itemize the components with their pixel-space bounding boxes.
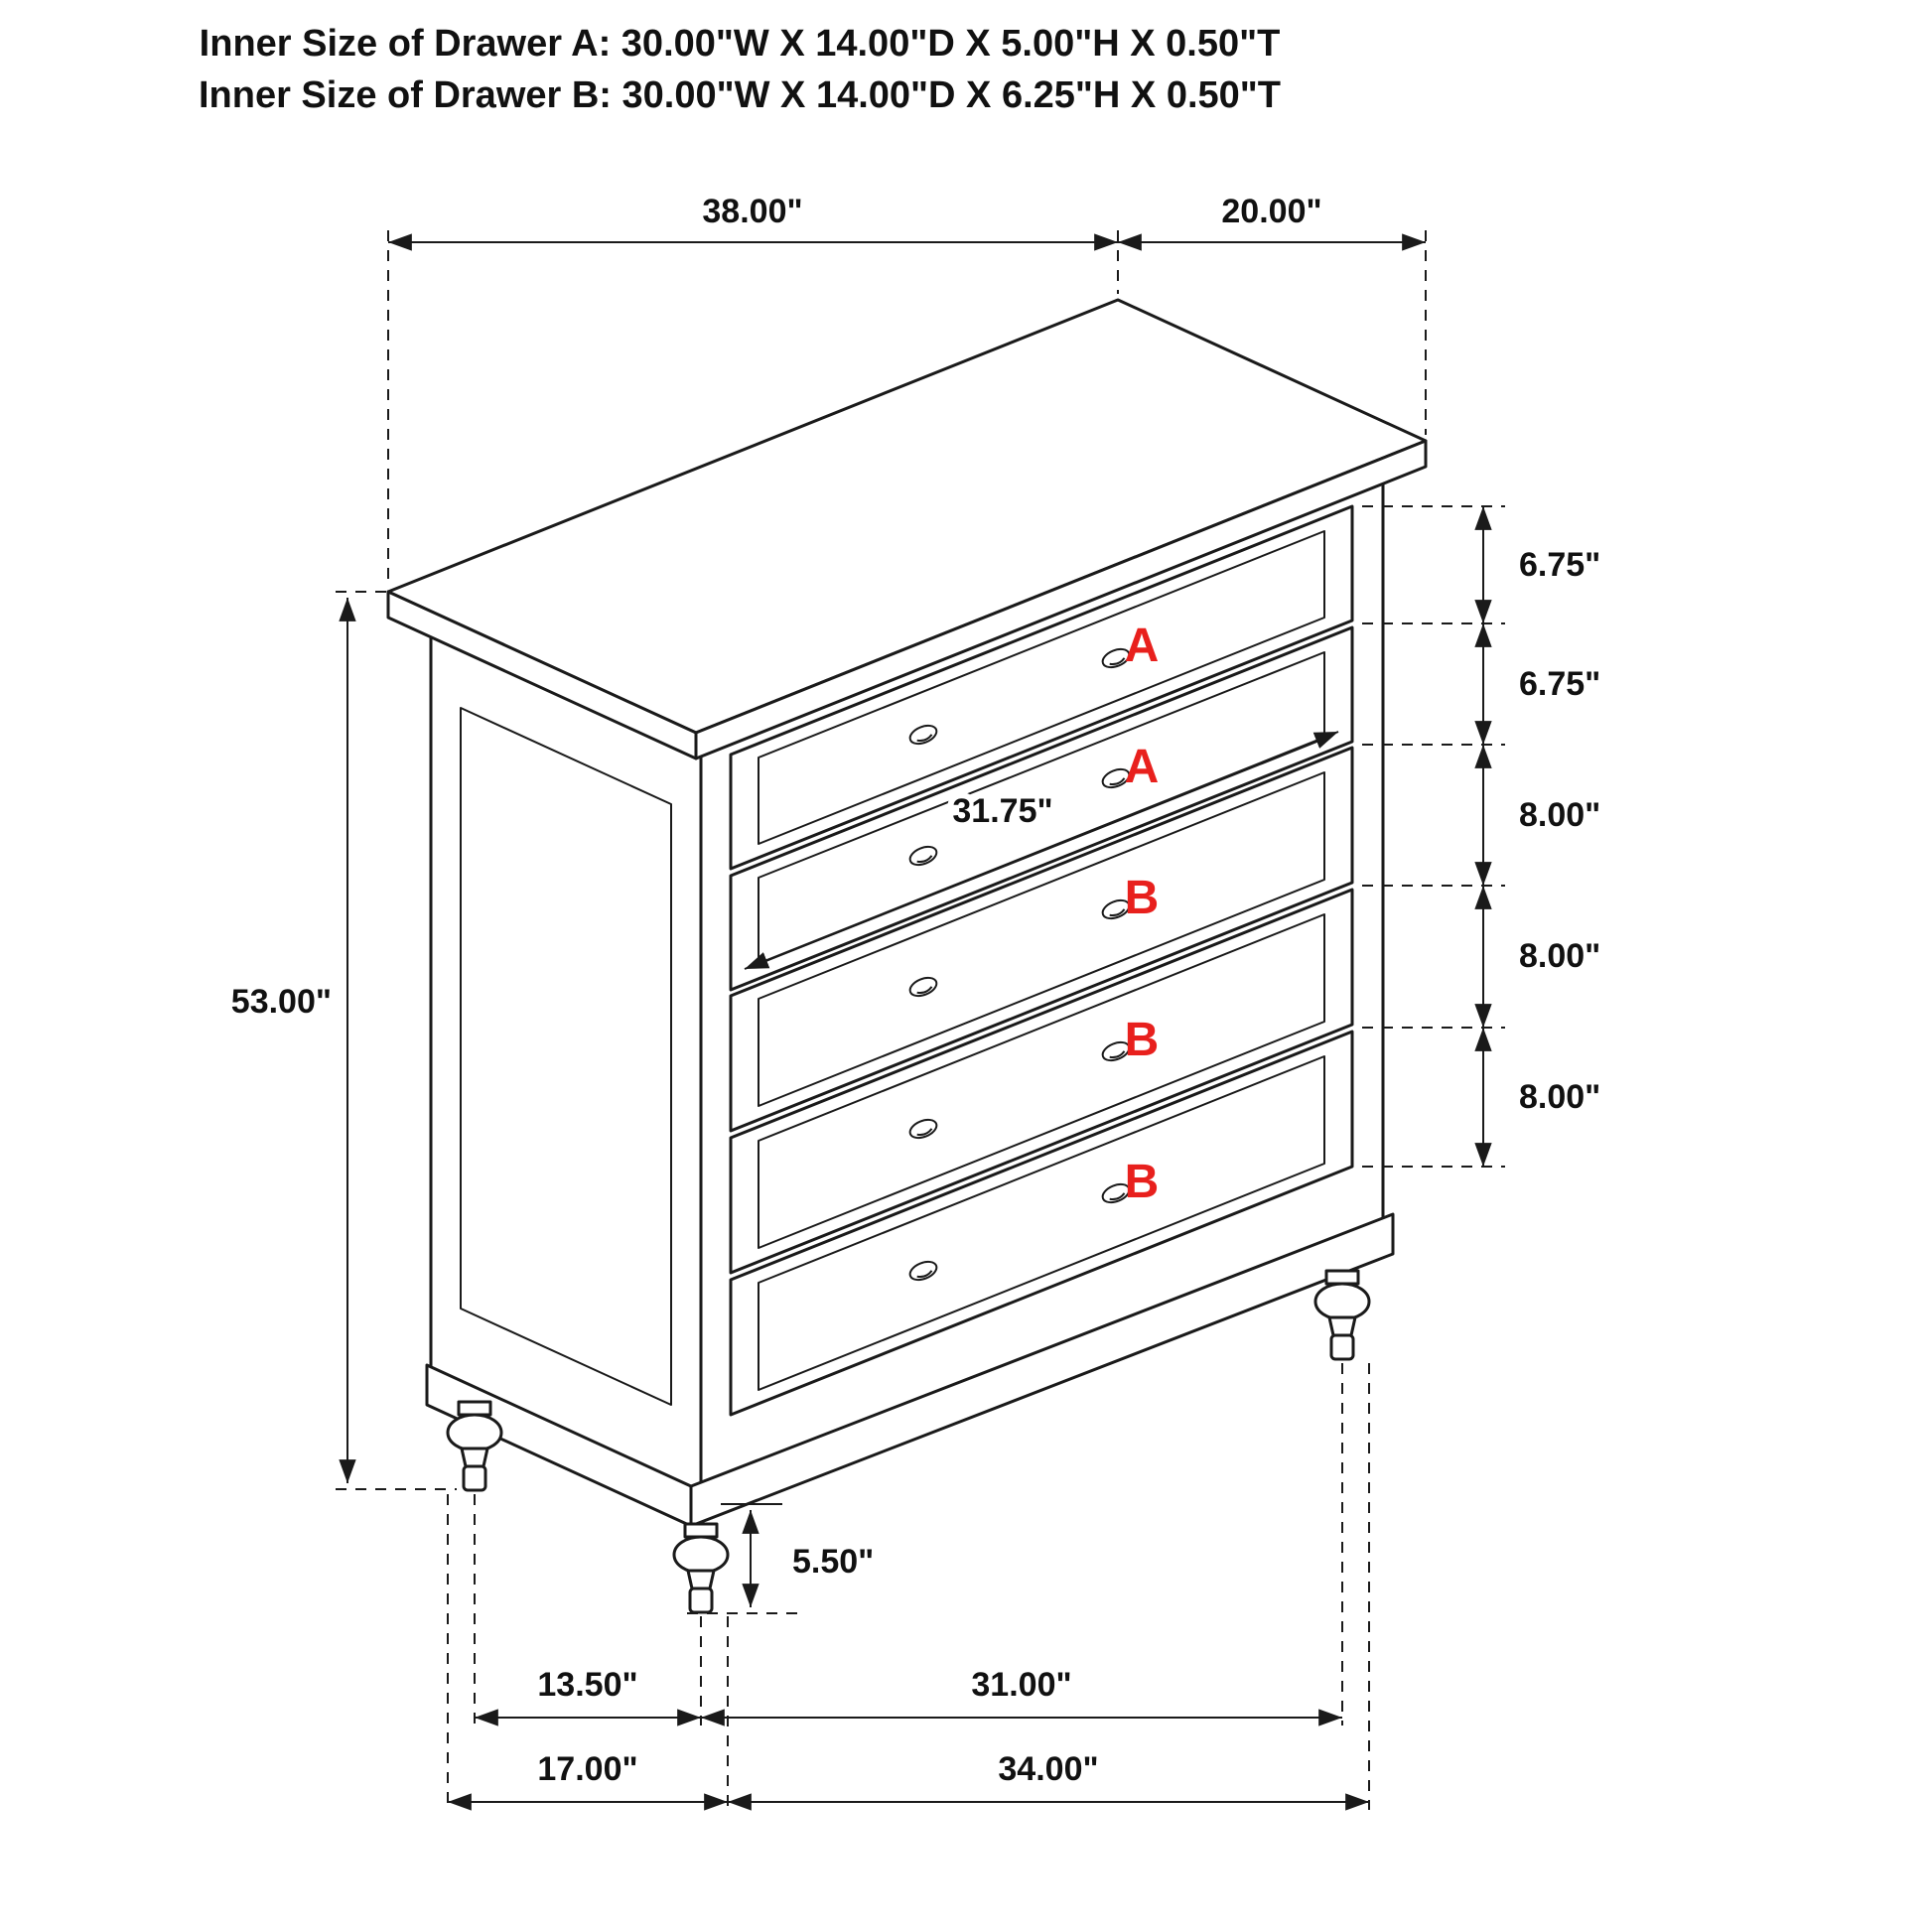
drawer-5-panel	[758, 1055, 1325, 1391]
leg-back-left	[446, 1400, 503, 1492]
header-line-2: Inner Size of Drawer B: 30.00"W X 14.00"…	[199, 74, 1281, 116]
dim-overall-height: 53.00"	[231, 591, 457, 1490]
side-panel-inset	[460, 707, 672, 1406]
drawer-4: B	[729, 888, 1354, 1275]
drawer-2-label: A	[1125, 741, 1160, 793]
dim-top-width: 38.00"	[387, 193, 1119, 584]
header: Inner Size of Drawer A: 30.00"W X 14.00"…	[199, 23, 1281, 116]
dim-top-width-label: 38.00"	[702, 193, 802, 230]
dim-overall-height-label: 53.00"	[231, 983, 332, 1021]
dim-drawer-front-width-label: 31.75"	[952, 792, 1052, 830]
drawer-1-handle-right	[1101, 647, 1131, 669]
dim-base-depth: 17.00"	[448, 1750, 728, 1811]
dim-bottom-extensions	[447, 1363, 1370, 1810]
dim-top-depth-label: 20.00"	[1221, 193, 1321, 230]
dim-base-width-label: 34.00"	[998, 1750, 1098, 1788]
chest-illustration: A A B	[386, 298, 1428, 1614]
drawer-4-panel	[758, 913, 1325, 1249]
dim-drawer-b1-label: 8.00"	[1519, 796, 1600, 834]
dim-drawer-a2-label: 6.75"	[1519, 665, 1600, 703]
dim-drawer-heights: 6.75" 6.75" 8.00" 8.00" 8.00"	[1362, 505, 1600, 1168]
leg-front-right	[1313, 1269, 1371, 1361]
drawer-4-label: B	[1125, 1014, 1160, 1066]
dim-drawer-front-width: 31.75"	[744, 731, 1339, 970]
drawer-1-label: A	[1125, 620, 1160, 672]
drawer-4-handle-right	[1101, 1040, 1131, 1062]
drawer-5-handle-right	[1101, 1182, 1131, 1204]
dim-leg-spacing-depth-label: 13.50"	[537, 1666, 637, 1704]
leg-front-left	[672, 1522, 730, 1614]
top-edge-left	[386, 590, 698, 760]
dim-leg-spacing-width: 31.00"	[701, 1666, 1342, 1726]
drawer-3-label: B	[1125, 872, 1160, 924]
dim-base-depth-label: 17.00"	[537, 1750, 637, 1788]
drawer-3-handle-left	[908, 976, 938, 998]
dim-leg-height: 5.50"	[687, 1503, 874, 1614]
dim-base-width: 34.00"	[728, 1750, 1369, 1811]
dim-leg-height-label: 5.50"	[792, 1543, 874, 1581]
drawer-5-handle-left	[908, 1260, 938, 1282]
dim-drawer-b3-label: 8.00"	[1519, 1078, 1600, 1116]
dim-leg-spacing-width-label: 31.00"	[971, 1666, 1071, 1704]
dim-leg-spacing-depth: 13.50"	[475, 1666, 701, 1726]
header-line-1: Inner Size of Drawer A: 30.00"W X 14.00"…	[200, 23, 1281, 65]
drawer-5: B	[729, 1030, 1354, 1417]
dimension-annotations: 38.00" 20.00" 53.00"	[231, 193, 1600, 1811]
dim-drawer-b2-label: 8.00"	[1519, 937, 1600, 975]
dim-top-depth: 20.00"	[1118, 193, 1427, 435]
drawer-5-label: B	[1125, 1156, 1160, 1208]
dim-drawer-a1-label: 6.75"	[1519, 546, 1600, 584]
drawer-4-handle-left	[908, 1118, 938, 1140]
